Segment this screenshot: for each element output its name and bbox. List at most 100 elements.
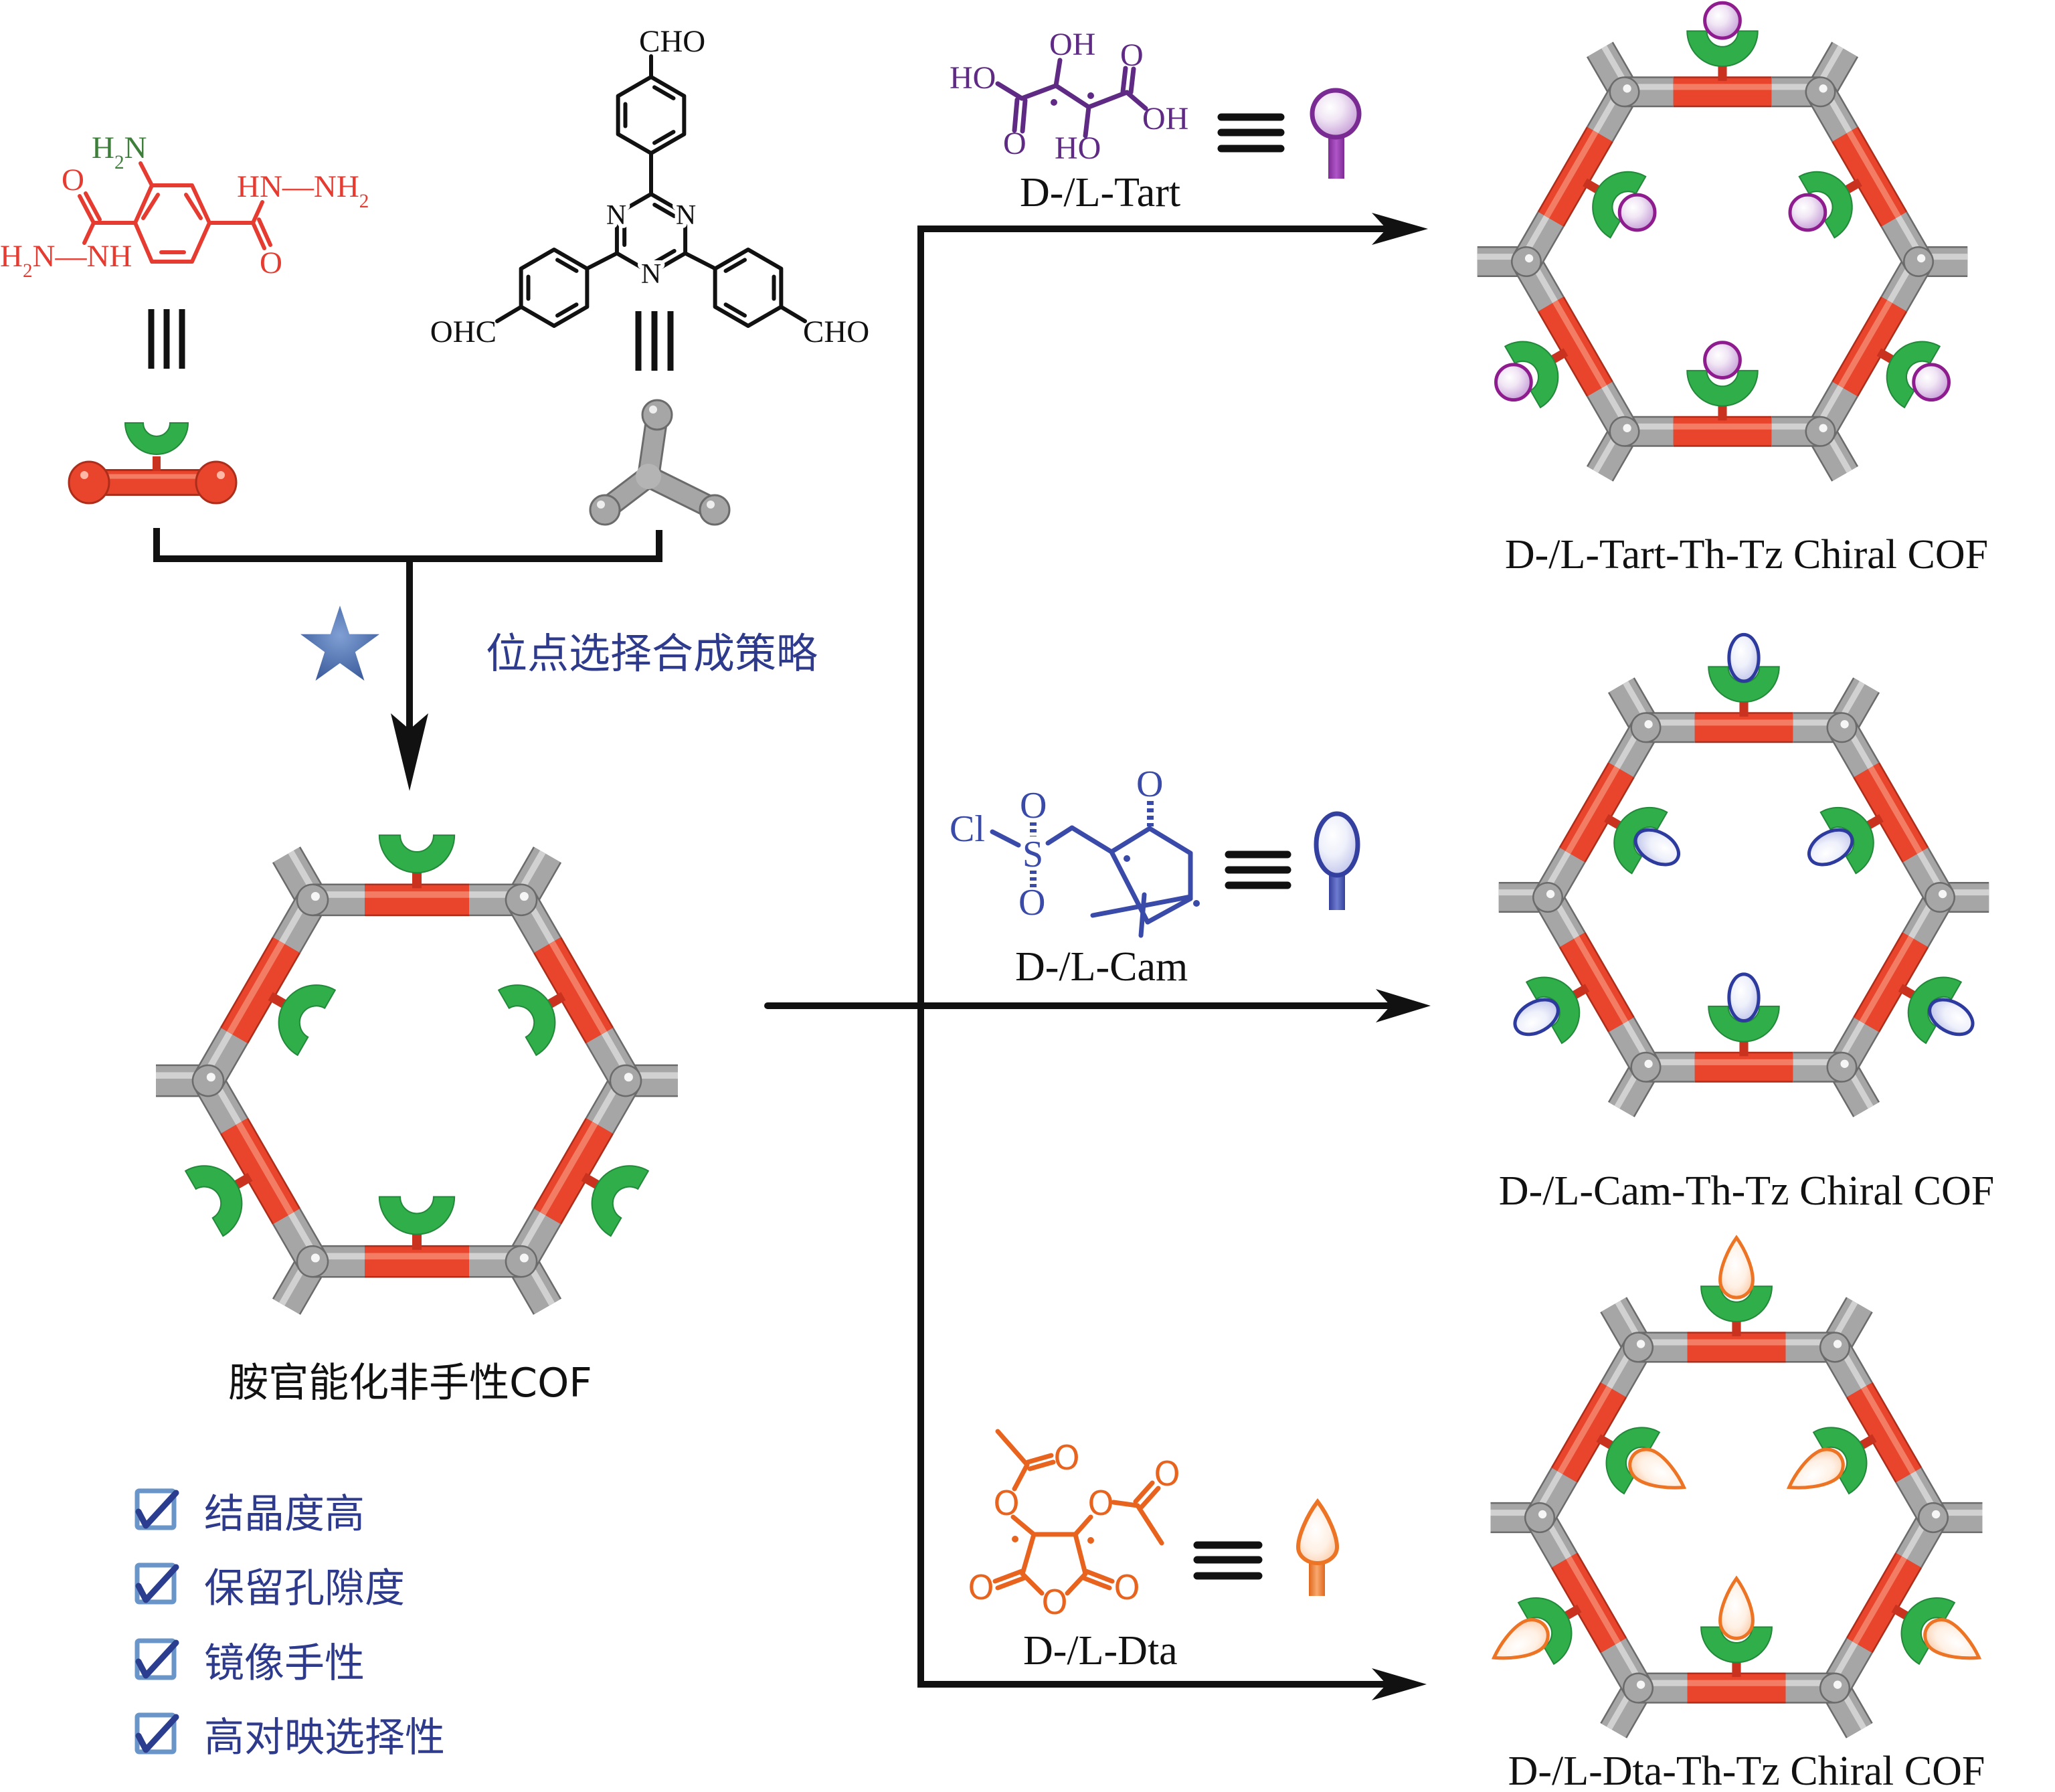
linker-segment (1694, 712, 1793, 743)
vertex-joint (1827, 713, 1856, 741)
ring-double-bond (652, 249, 677, 265)
vertex-joint (193, 1066, 223, 1095)
amine-cup (1592, 171, 1647, 239)
vertex-highlight (310, 892, 320, 901)
linker-segment-body (1847, 1382, 1921, 1482)
carbonyl-bond (1120, 66, 1128, 94)
ring-double-bond (652, 202, 677, 218)
linker-segment-body (535, 1118, 612, 1224)
linker-segment (1537, 296, 1613, 397)
tart-reagent: HO OH O OH O HO D-/L-Tart (950, 27, 1362, 215)
branch-arrows (764, 213, 1431, 1700)
vertex-joint (1821, 1674, 1849, 1702)
branch-connector (917, 226, 1389, 1688)
pendant-group (1876, 341, 1951, 409)
ring-double-bond (555, 302, 579, 318)
vertex-highlight (624, 1073, 633, 1082)
amine-linker-model-icon (68, 422, 238, 505)
stereocenter-dot (1193, 900, 1200, 907)
pendant-group (378, 834, 456, 889)
equivalent-icon (1225, 850, 1291, 889)
pendant-group (1708, 972, 1780, 1057)
o-bottom-label: O (1003, 126, 1026, 161)
linker-segment (365, 1245, 469, 1278)
linker-segment-body (221, 1118, 299, 1224)
trialdehyde-node-structure: CHO N N N OHC CHO (430, 24, 869, 349)
checkbox-checked-icon (135, 1488, 179, 1530)
bond (1053, 58, 1063, 88)
vertex-joint (1827, 1053, 1856, 1081)
amine-cup (1907, 976, 1963, 1045)
vertex-highlight (1623, 424, 1631, 432)
linker-segment (219, 1117, 301, 1225)
amine-cup (1700, 1626, 1773, 1664)
diamine-linker-structure: H2N O HN—NH2 H2N—NH O (0, 130, 369, 282)
stereocenter-dot (1051, 99, 1057, 106)
bond (82, 221, 96, 245)
linker-segment-highlight (236, 1122, 294, 1216)
feature-checklist: 结晶度高 保留孔隙度 镜像手性 高对映选择性 (135, 1488, 445, 1761)
chiral-guest-ellipsoid (1807, 828, 1854, 867)
vertex-highlight (519, 892, 529, 901)
cam-name-label: D-/L-Cam (1015, 944, 1188, 990)
carbonyl-bond (78, 194, 96, 225)
amine-cup (278, 984, 337, 1057)
chiral-guest-teardrop (1718, 1575, 1755, 1640)
amine-cup (1686, 369, 1759, 407)
carbonyl-bond (1081, 1575, 1112, 1591)
linker-segment-highlight (1859, 935, 1914, 1024)
pendant-group (1708, 632, 1780, 717)
o-top-label: O (1120, 37, 1144, 73)
ball-highlight (80, 471, 88, 479)
linker-segment-body (1538, 297, 1612, 396)
vertex-highlight (1840, 1059, 1849, 1068)
vertex-highlight (1833, 1680, 1842, 1689)
vertex-joint (298, 885, 327, 915)
ring-double-bond (723, 258, 747, 273)
arrow-head-down (391, 713, 428, 791)
o-ester-right-label: O (1087, 1484, 1113, 1523)
linker-segment (1687, 1672, 1786, 1704)
arrow-head-right (1372, 213, 1428, 245)
pendant-group (1604, 806, 1680, 875)
feature-item: 高对映选择性 (135, 1712, 445, 1761)
vertex-joint (1926, 883, 1954, 911)
carbonyl-o-left-label: O (62, 163, 84, 197)
feature-label: 结晶度高 (204, 1491, 365, 1538)
chiral-guest-sphere (1617, 193, 1657, 232)
tart-product-label: D-/L-Tart-Th-Tz Chiral COF (1505, 532, 1988, 577)
oh-top-label: OH (1049, 27, 1095, 62)
tripod-center (636, 464, 661, 489)
ring-bonds (614, 192, 688, 275)
equivalent-icon (1217, 113, 1285, 153)
stereocenter-dot (1087, 92, 1094, 99)
ball-highlight (649, 406, 657, 414)
linker-segment (1687, 1332, 1786, 1363)
chiral-guest-ellipsoid (1513, 998, 1560, 1037)
linker-segment (1673, 76, 1772, 108)
linker-segment (365, 883, 469, 917)
carbonyl-bond (1133, 1480, 1155, 1504)
egg-head (1314, 811, 1360, 878)
pendant-group (1807, 806, 1884, 875)
bond (990, 829, 1021, 848)
linker-segment (533, 1117, 614, 1225)
amine-cup (1798, 171, 1853, 239)
linker-segment (1853, 931, 1929, 1033)
dta-product-label: D-/L-Dta-Th-Tz Chiral COF (1508, 1749, 1985, 1792)
ball-highlight (597, 501, 605, 509)
bond (585, 251, 619, 271)
pendant-group (184, 1165, 253, 1237)
linker-segment (533, 937, 614, 1044)
linker-segment-body (1552, 1382, 1626, 1482)
chiral-guest-sphere (1788, 193, 1827, 232)
ring-double-bond (723, 302, 747, 318)
cho-right-label: CHO (803, 315, 869, 349)
o-carbonyl-right-label: O (1113, 1569, 1140, 1607)
cl-label: Cl (950, 808, 985, 850)
vertex-joint (1534, 883, 1562, 911)
lollipop-icon (1310, 88, 1362, 179)
vertex-highlight (1623, 84, 1631, 93)
linker-segment (1550, 1552, 1627, 1653)
bond (1069, 825, 1114, 855)
